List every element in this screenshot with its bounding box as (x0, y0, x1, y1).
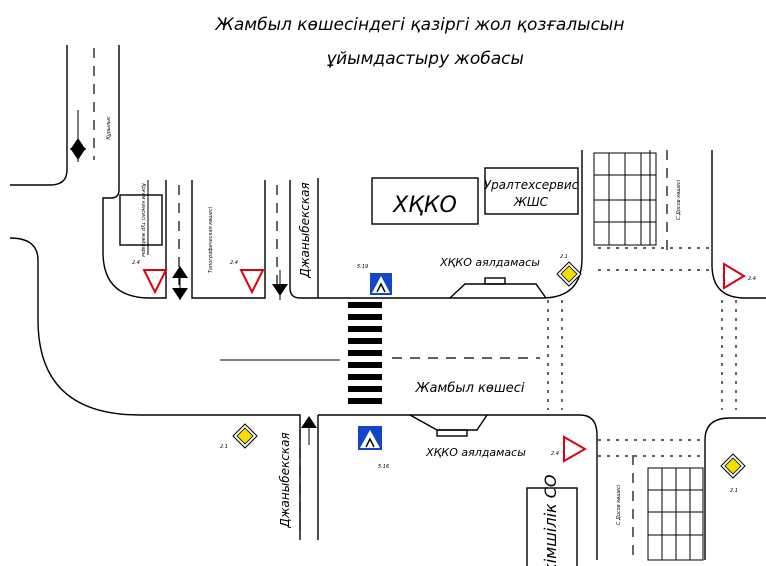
sign-code-2: 2.4 (230, 260, 238, 266)
sign-code-7: 2.1 (730, 488, 738, 494)
give-way-sign-4-icon (723, 262, 746, 290)
uraltehservis-label-2: ЖШС (513, 195, 549, 209)
hkko-building (371, 177, 479, 225)
bottom-building-label: Өкімшілік СО (541, 474, 560, 566)
arrow-kurylys-icon (70, 110, 86, 162)
priority-road-sign-2-icon (232, 423, 258, 449)
pedestrian-crossing-sign-south-icon (358, 426, 382, 450)
sign-code-3: 2.4 (551, 451, 559, 457)
hkko-building-label: ХҚКО (392, 193, 457, 218)
sign-code-9: 5.16 (378, 464, 389, 470)
give-way-sign-2-icon (239, 269, 265, 295)
title-line-2: ұйымдастыру жобасы (326, 49, 524, 69)
sign-code-5: 2.1 (560, 254, 568, 260)
parking-bottom-right (647, 467, 704, 561)
priority-road-sign-3-icon (720, 453, 746, 479)
parking-top-right (593, 150, 657, 246)
arrow-dzhanybek-top-icon (272, 270, 288, 300)
uraltehservis-label-1: Уралтехсервис (484, 178, 579, 192)
uraltehservis-building (484, 167, 579, 215)
sign-code-1: 2.4 (132, 260, 140, 266)
road-edges (9, 45, 766, 560)
arrow-topograf-icon (172, 266, 188, 300)
give-way-sign-1-icon (142, 269, 168, 295)
bus-stop-north-label: ХҚКО аялдамасы (439, 256, 540, 269)
street-dosov-bottom: С.Досов көшесі (616, 484, 622, 525)
small-office-label: Қоғам кеңсесі тұр жайлары (140, 183, 146, 257)
street-zhambyl: Жамбыл көшесі (415, 381, 525, 396)
street-dosov-top: С.Досов көшесі (676, 179, 682, 220)
priority-road-sign-1-icon (556, 261, 582, 287)
small-office-building (119, 194, 163, 246)
title-line-1: Жамбыл көшесіндегі қазіргі жол қозғалысы… (215, 15, 625, 35)
sign-code-6: 2.1 (220, 444, 228, 450)
street-dzhanybek-top: Джаныбекская (298, 182, 312, 278)
street-kurylys: Құрылыс (106, 116, 112, 140)
arrow-dzhanybek-bottom-icon (301, 416, 317, 445)
pedestrian-crossing (348, 302, 382, 404)
give-way-sign-3-icon (563, 435, 588, 463)
sign-code-4: 2.4 (748, 276, 756, 282)
bottom-building (526, 487, 578, 566)
lane-markings (93, 48, 737, 555)
bus-stop-south-label: ХҚКО аялдамасы (425, 446, 526, 459)
street-dzhanybek-bottom: Джаныбекская (278, 432, 292, 528)
pedestrian-crossing-sign-north-icon (370, 273, 392, 295)
street-topograf: Топографическая көшесі (208, 206, 214, 273)
sign-code-8: 5.19 (357, 264, 368, 270)
